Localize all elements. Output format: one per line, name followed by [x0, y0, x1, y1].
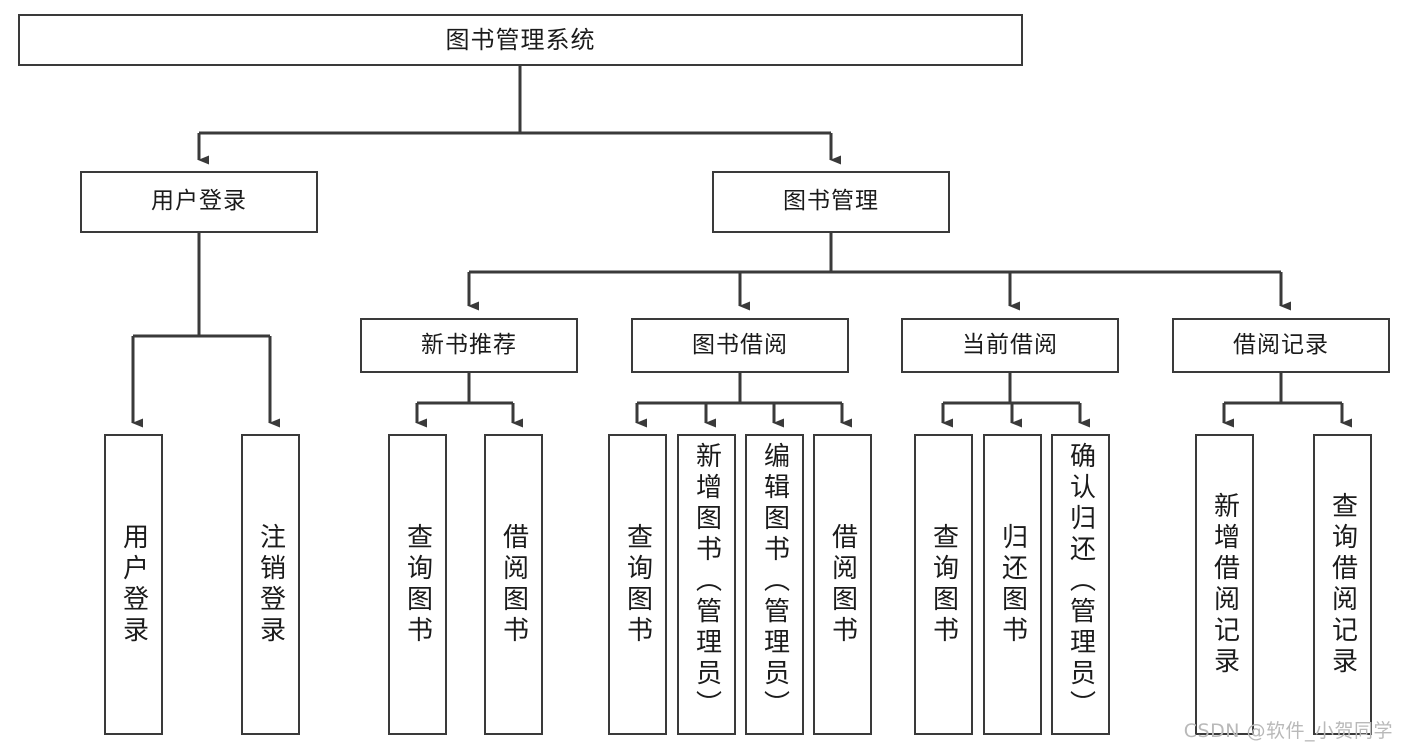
node-label: 归还图书: [997, 522, 1028, 647]
leaf-query-books-current[interactable]: 查询图书: [914, 434, 973, 735]
node-label: 当前借阅: [962, 331, 1058, 358]
node-label: 查询图书: [622, 522, 653, 647]
node-label: 借阅图书: [827, 522, 858, 647]
node-label: 新增图书（管理员）: [691, 442, 722, 721]
node-borrowing-records[interactable]: 借阅记录: [1172, 318, 1390, 373]
node-label: 图书管理系统: [445, 25, 596, 54]
node-label: 新书推荐: [421, 331, 517, 358]
node-label: 编辑图书（管理员）: [759, 442, 790, 721]
node-user-login-module[interactable]: 用户登录: [80, 171, 318, 233]
leaf-add-book-admin[interactable]: 新增图书（管理员）: [677, 434, 736, 735]
leaf-query-borrow-record[interactable]: 查询借阅记录: [1313, 434, 1372, 735]
leaf-query-books-recommend[interactable]: 查询图书: [388, 434, 447, 735]
leaf-query-books-borrow[interactable]: 查询图书: [608, 434, 667, 735]
node-label: 注销登录: [255, 522, 286, 647]
node-label: 用户登录: [151, 188, 247, 215]
node-label: 确认归还（管理员）: [1065, 442, 1096, 721]
node-label: 新增借阅记录: [1209, 491, 1240, 678]
node-label: 查询借阅记录: [1327, 491, 1358, 678]
node-book-borrowing[interactable]: 图书借阅: [631, 318, 849, 373]
node-new-book-recommendation[interactable]: 新书推荐: [360, 318, 578, 373]
node-label: 用户登录: [118, 522, 149, 647]
node-label: 查询图书: [402, 522, 433, 647]
leaf-confirm-return-admin[interactable]: 确认归还（管理员）: [1051, 434, 1110, 735]
leaf-return-books[interactable]: 归还图书: [983, 434, 1042, 735]
leaf-add-borrow-record[interactable]: 新增借阅记录: [1195, 434, 1254, 735]
leaf-logout[interactable]: 注销登录: [241, 434, 300, 735]
leaf-user-login[interactable]: 用户登录: [104, 434, 163, 735]
node-label: 图书管理: [783, 188, 879, 215]
node-label: 借阅记录: [1233, 331, 1329, 358]
node-label: 借阅图书: [498, 522, 529, 647]
node-book-management-module[interactable]: 图书管理: [712, 171, 950, 233]
leaf-borrow-books-recommend[interactable]: 借阅图书: [484, 434, 543, 735]
watermark-text: CSDN @软件_小贺同学: [1183, 720, 1393, 742]
leaf-borrow-books-borrow[interactable]: 借阅图书: [813, 434, 872, 735]
node-current-borrowing[interactable]: 当前借阅: [901, 318, 1119, 373]
node-label: 查询图书: [928, 522, 959, 647]
leaf-edit-book-admin[interactable]: 编辑图书（管理员）: [745, 434, 804, 735]
node-label: 图书借阅: [692, 331, 788, 358]
node-root-system[interactable]: 图书管理系统: [18, 14, 1023, 66]
